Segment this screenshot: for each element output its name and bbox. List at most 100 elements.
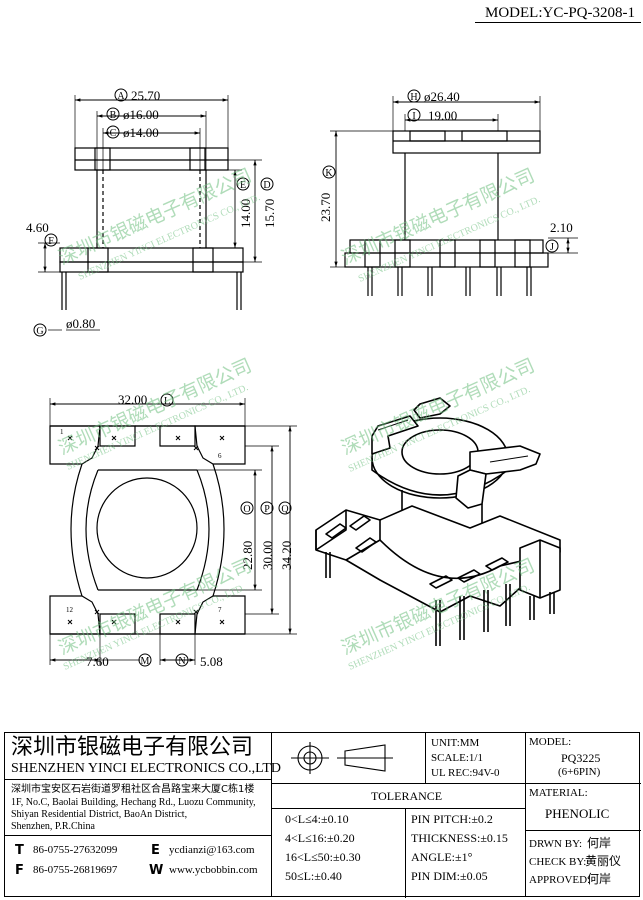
tol-left-1: 4<L≤16:±0.20 — [285, 831, 355, 845]
label-A: A — [117, 91, 125, 102]
tol-left-3: 50≤L:±0.40 — [285, 869, 342, 883]
label-M-circle — [138, 653, 152, 667]
isometric-view — [315, 397, 561, 646]
label-H-circle — [407, 89, 421, 103]
pin-7-label: 7 — [218, 606, 222, 614]
side-view-labels: H ø26.40 I 19.00 K 23.70 2.10 J — [318, 89, 573, 253]
label-D-circle — [260, 177, 274, 191]
tb-divider-4 — [405, 808, 406, 898]
tel-value: 86-0755-27632099 — [33, 844, 118, 856]
dim-B-value: ø16.00 — [123, 107, 159, 122]
check-label: CHECK BY: — [529, 856, 587, 868]
dim-N-value: 5.08 — [200, 654, 223, 669]
label-L: L — [164, 396, 170, 407]
label-C: C — [110, 128, 117, 139]
unit-text: UNIT:MM — [431, 737, 480, 749]
dim-H-value: ø26.40 — [424, 89, 460, 104]
web-value: www.ycbobbin.com — [169, 864, 258, 876]
company-addr-en-2: Shiyan Residential District, BaoAn Distr… — [11, 809, 188, 820]
tol-right-2: ANGLE:±1° — [411, 850, 473, 864]
drawn-label: DRWN BY: — [529, 838, 583, 850]
tb-hline-right-1 — [525, 783, 641, 784]
front-view-labels: A 25.70 B ø16.00 C ø14.00 E 14.00 D 15.7… — [26, 88, 277, 337]
label-I: I — [412, 111, 415, 122]
dim-O-value: 22.80 — [240, 541, 255, 570]
tb-hline-mid-1 — [271, 783, 525, 784]
tol-right-0: PIN PITCH:±0.2 — [411, 812, 493, 826]
label-L-circle — [160, 393, 174, 407]
tb-divider-3 — [525, 733, 526, 896]
side-view — [330, 96, 578, 296]
tb-hline-mid-2 — [271, 808, 525, 809]
label-K-circle — [322, 165, 336, 179]
material-value: PHENOLIC — [545, 806, 610, 821]
web-label: W — [149, 863, 164, 878]
label-A-circle — [114, 88, 128, 102]
tol-right-3: PIN DIM:±0.05 — [411, 869, 488, 883]
company-addr-en-1: 1F, No.C, Baolai Building, Hechang Rd., … — [11, 797, 256, 808]
pin-12-label: 12 — [66, 606, 74, 614]
approved-value: 何岸 — [587, 872, 612, 886]
dim-G-value: ø0.80 — [66, 316, 95, 331]
tol-left-2: 16<L≤50:±0.30 — [285, 850, 361, 864]
tb-hline-left-2 — [5, 835, 271, 836]
dim-Q-value: 34.20 — [279, 541, 294, 570]
dim-A-value: 25.70 — [131, 88, 160, 103]
company-addr-en-3: Shenzhen, P.R.China — [11, 821, 95, 832]
model-pins: (6+6PIN) — [558, 766, 601, 778]
fax-value: 86-0755-26819697 — [33, 864, 118, 876]
dim-L-value: 32.00 — [118, 392, 147, 407]
drawn-value: 何岸 — [587, 836, 612, 850]
label-E-circle — [236, 177, 250, 191]
dim-F-value: 4.60 — [26, 220, 49, 235]
label-O-circle — [240, 501, 254, 515]
tol-left-0: 0<L≤4:±0.10 — [285, 812, 349, 826]
dim-P-value: 30.00 — [260, 541, 275, 570]
label-J-circle — [545, 239, 559, 253]
tb-divider-1 — [271, 733, 272, 896]
label-O: O — [243, 504, 250, 515]
fax-label: F — [15, 863, 24, 878]
dim-D-value: 15.70 — [262, 199, 277, 228]
projection-symbol — [291, 742, 393, 774]
watermark-group: 深圳市银磁电子有限公司 SHENZHEN YINCI ELECTRONICS C… — [55, 164, 542, 672]
dim-C-value: ø14.00 — [123, 125, 159, 140]
dim-I-value: 19.00 — [428, 108, 457, 123]
dim-K-value: 23.70 — [318, 193, 333, 222]
bottom-view-labels: 32.00 L 1 6 12 7 O 22.80 P 30.00 Q 34.20… — [60, 392, 294, 669]
tb-hline-right-2 — [525, 830, 641, 831]
label-P-circle — [260, 501, 274, 515]
label-I-circle — [407, 108, 421, 122]
title-block: 深圳市银磁电子有限公司 SHENZHEN YINCI ELECTRONICS C… — [4, 732, 641, 898]
label-N: N — [178, 656, 185, 667]
pin-1-label: 1 — [60, 428, 64, 436]
model-header: MODEL:YC-PQ-3208-1 — [485, 5, 635, 21]
header-rule — [475, 22, 641, 23]
drawing-area: A 25.70 B ø16.00 C ø14.00 E 14.00 D 15.7… — [26, 88, 578, 673]
bottom-view — [49, 398, 297, 665]
model-label: MODEL: — [529, 736, 572, 748]
label-H: H — [410, 92, 417, 103]
company-name-en: SHENZHEN YINCI ELECTRONICS CO.,LTD — [11, 761, 282, 776]
label-F: F — [48, 236, 54, 247]
label-C-circle — [106, 125, 120, 139]
dim-M-value: 7.60 — [86, 654, 109, 669]
label-P: P — [264, 504, 270, 515]
check-value: 黄丽仪 — [585, 854, 622, 868]
tolerance-title: TOLERANCE — [371, 789, 443, 803]
ul-rec-text: UL REC:94V-0 — [431, 767, 500, 779]
label-Q: Q — [281, 504, 289, 515]
label-Q-circle — [278, 501, 292, 515]
label-E: E — [240, 180, 246, 191]
label-D: D — [263, 180, 270, 191]
label-B: B — [110, 110, 117, 121]
label-F-circle — [44, 233, 58, 247]
pin-6-label: 6 — [218, 452, 222, 460]
label-J: J — [550, 242, 554, 253]
tb-divider-2 — [425, 733, 426, 783]
label-K: K — [325, 168, 333, 179]
company-addr-cn: 深圳市宝安区石岩街道罗租社区合昌路宝来大厦C栋1楼 — [11, 784, 255, 795]
scale-text: SCALE:1/1 — [431, 752, 483, 764]
material-label: MATERIAL: — [529, 787, 588, 799]
tb-hline-left-1 — [5, 779, 271, 780]
